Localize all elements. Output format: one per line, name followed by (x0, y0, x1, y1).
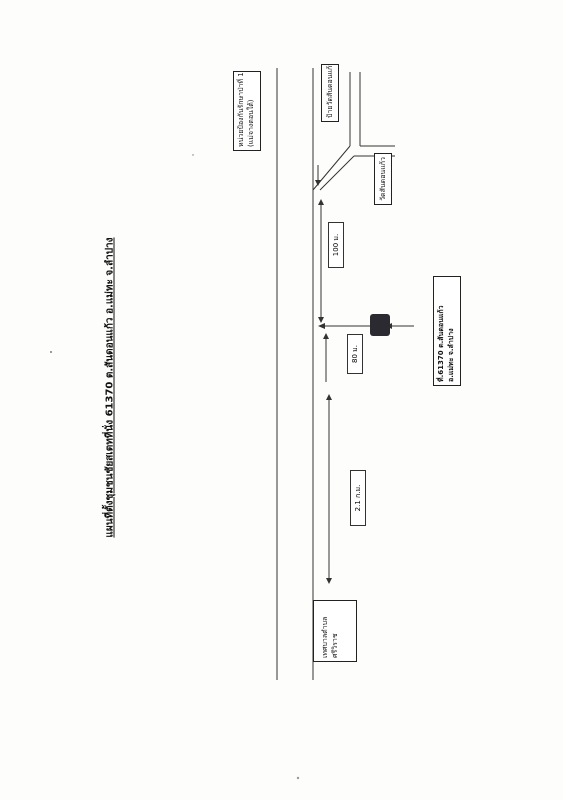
map-title: แผนที่ตั้งชุมชนชัยสเตทที่นั่ง 61370 ต.สั… (104, 237, 116, 538)
municipality-label-1: เทศบาลตำบล (321, 616, 329, 658)
dim-arrow-80-top (323, 333, 329, 339)
dim-arrow-21-bottom (326, 578, 332, 584)
branch-road-lower (319, 155, 355, 191)
forest-unit-label-1: หน่วยป้องกันรักษาป่าที่ 15 (237, 71, 245, 147)
municipality-box: เทศบาลตำบล ศรีวิราช (313, 600, 357, 662)
office-marker (370, 314, 390, 336)
marker-pointer-head (318, 323, 325, 329)
distance-80m: 80 ม. (347, 334, 363, 374)
forest-unit-label-2: (แม่จางตอนใต้) (247, 99, 255, 147)
forest-unit-box: หน่วยป้องกันรักษาป่าที่ 15 (แม่จางตอนใต้… (233, 71, 261, 151)
office-box: ที่.61370 ต.สันดอนแก้ว อ.แม่ทะ จ.ลำปาง (433, 276, 461, 386)
speck (192, 154, 194, 156)
speck (296, 776, 300, 780)
speck (50, 351, 52, 353)
dim-arrow-100-bottom (318, 317, 324, 323)
temple-box: วัดสันดอนแก้ว (374, 153, 392, 205)
office-label-2: อ.แม่ทะ จ.ลำปาง (447, 328, 455, 382)
junction-arrowhead (315, 180, 321, 186)
temple-sign-label: ป้ายวัดสันดอนแก้ว (326, 64, 334, 118)
temple-label: วัดสันดอนแก้ว (379, 157, 387, 201)
dim-arrow-21-top (326, 394, 332, 400)
office-label-1: ที่.61370 ต.สันดอนแก้ว (437, 305, 445, 382)
dim-arrow-100-top (318, 199, 324, 205)
municipality-label-2: ศรีวิราช (331, 633, 339, 658)
distance-2-1km: 2.1 ก.ม. (350, 470, 366, 526)
distance-100m: 100 ม. (328, 222, 344, 268)
temple-sign-box: ป้ายวัดสันดอนแก้ว (321, 64, 339, 122)
